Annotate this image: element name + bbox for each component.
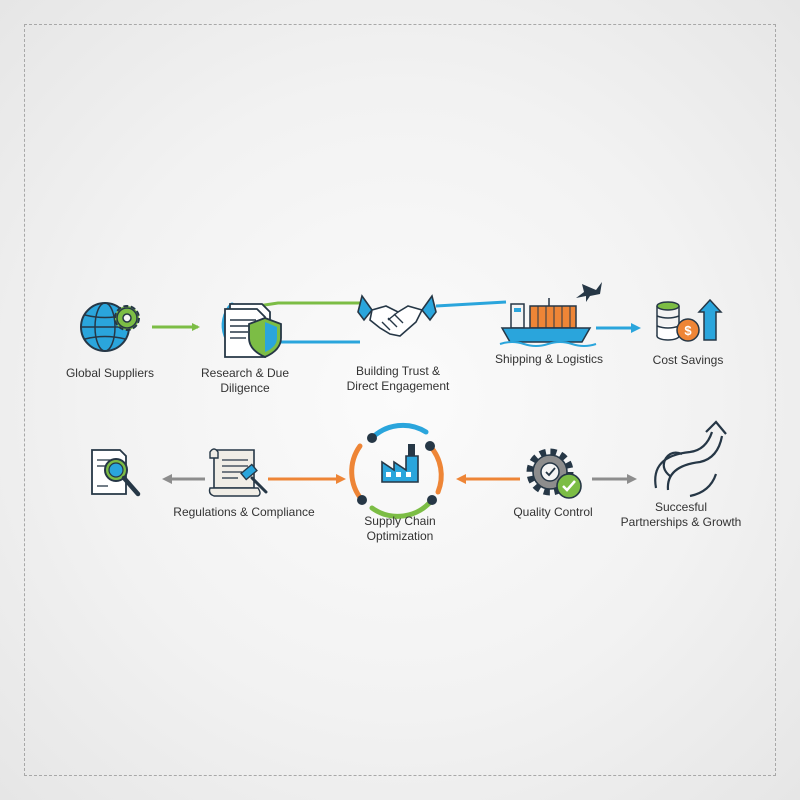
label-quality-control: Quality Control	[513, 505, 593, 519]
connector-research-trust-green	[257, 301, 360, 308]
label-cost-savings: Cost Savings	[652, 353, 724, 367]
coins-dollar-arrow-icon: $	[656, 298, 723, 342]
label-building-trust: Building Trust & Direct Engagement	[346, 364, 450, 393]
label-shipping: Shipping & Logistics	[494, 352, 604, 366]
globe-gear-icon	[80, 302, 140, 352]
label-supply-chain: Supply Chain Optimization	[364, 514, 436, 543]
dashed-frame	[24, 24, 776, 776]
connector-trust-shipping-blue	[435, 300, 507, 308]
factory-cycle-icon	[349, 422, 444, 519]
growth-arrows-icon	[654, 420, 727, 498]
gear-checkmark-icon	[526, 448, 582, 499]
label-research: Research & Due Diligence	[200, 366, 290, 395]
handshake-icon	[357, 294, 437, 337]
scroll-gavel-icon	[208, 448, 268, 497]
label-partnerships: Succesful Partnerships & Growth	[620, 500, 742, 529]
document-shield-icon	[221, 302, 282, 358]
svg-text:$: $	[684, 323, 692, 338]
document-magnifier-icon	[91, 449, 141, 497]
label-regulations: Regulations & Compliance	[173, 505, 315, 519]
cargo-ship-plane-icon	[499, 282, 602, 347]
label-global-suppliers: Global Suppliers	[65, 366, 155, 380]
